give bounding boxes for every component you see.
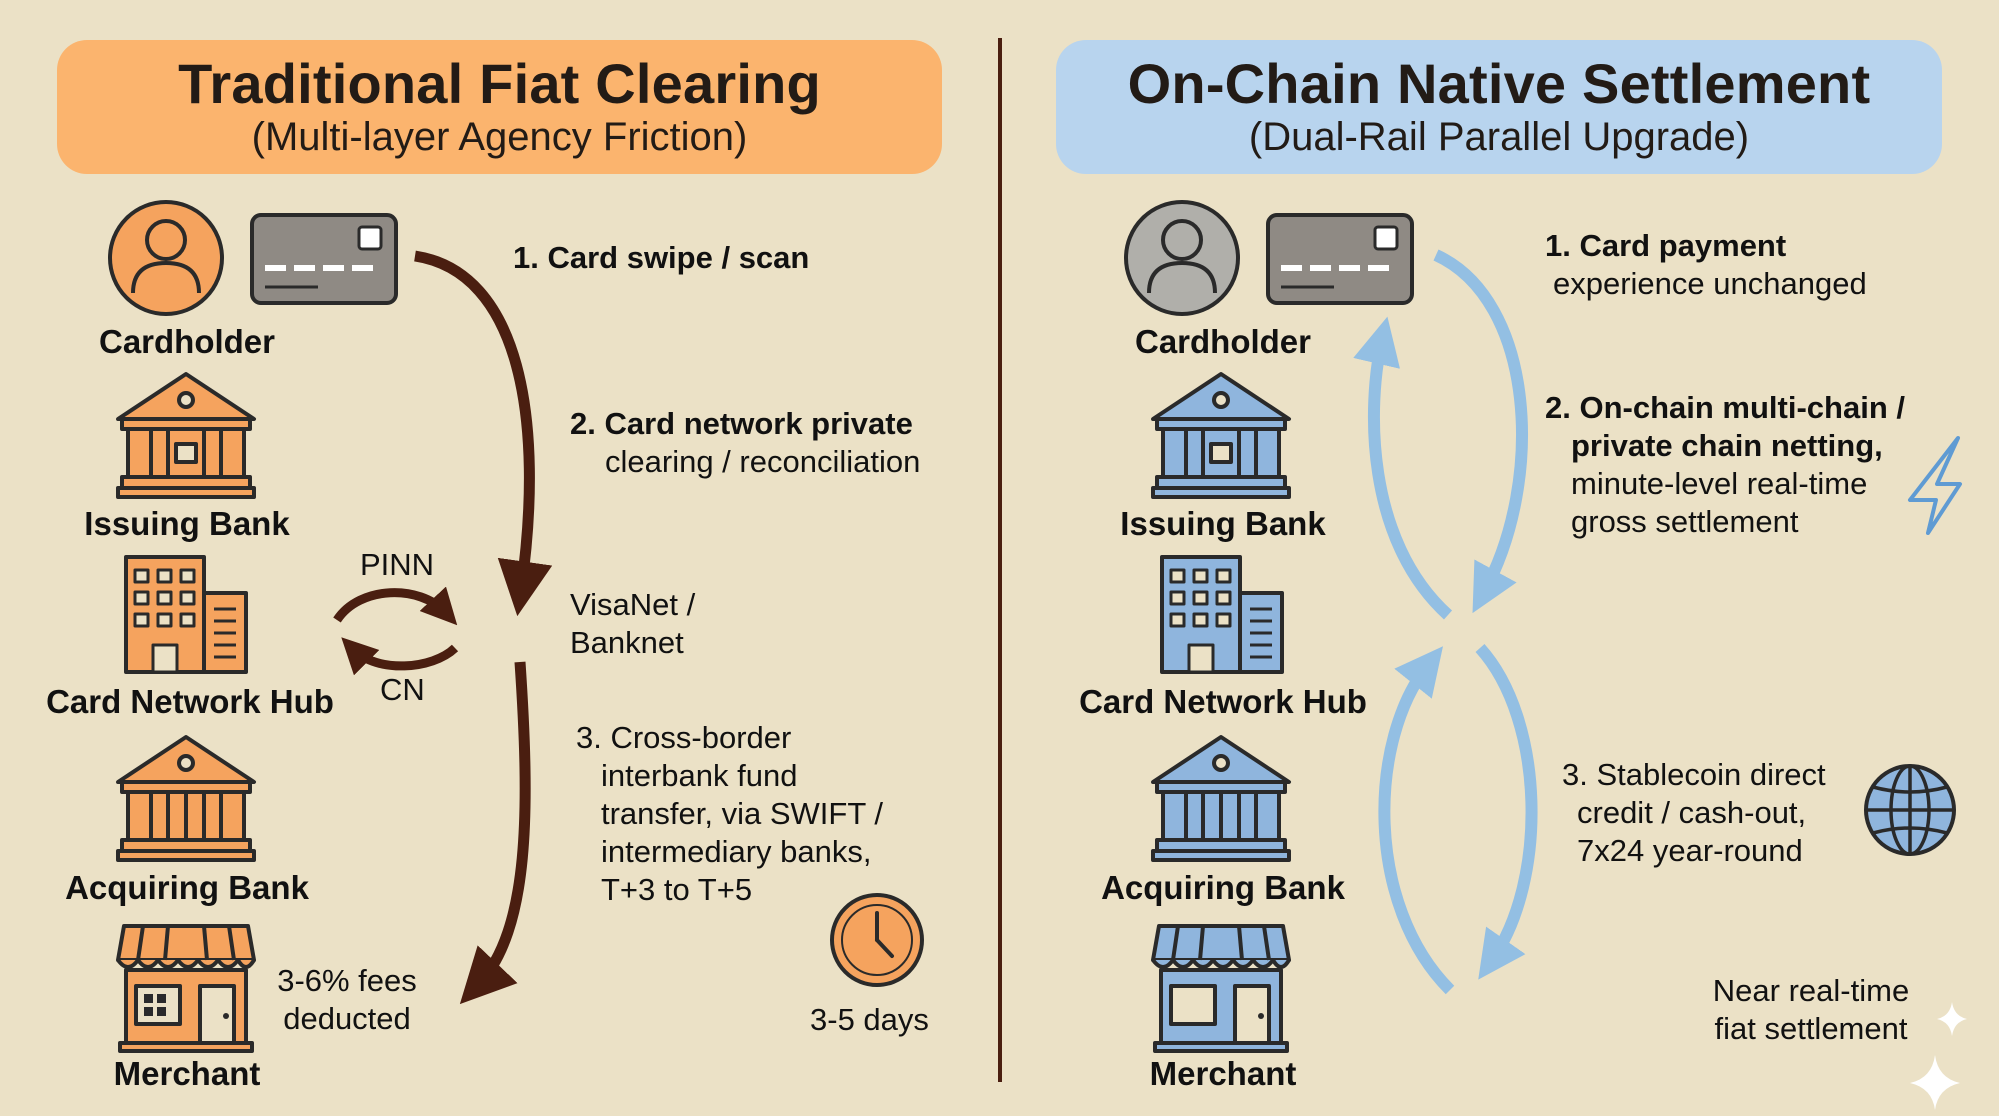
step2-text: 2. Card network private clearing / recon… — [570, 406, 921, 479]
person-icon — [1124, 200, 1240, 316]
step1-text: 1. Card swipe / scan — [513, 240, 810, 275]
bank-icon — [116, 735, 256, 862]
storefront-icon — [116, 924, 256, 1053]
final-settlement-text: Near real-time fiat settlement — [1712, 973, 1910, 1046]
office-building-icon — [1160, 555, 1284, 674]
swap-label-bottom: CN — [380, 672, 425, 707]
node-label-acquiring-bank: Acquiring Bank — [65, 869, 309, 906]
bank-icon — [116, 372, 256, 499]
storefront-icon — [1151, 924, 1291, 1053]
swap-arrows-icon — [333, 586, 459, 676]
left-subtitle: (Multi-layer Agency Friction) — [251, 115, 748, 159]
credit-card-icon — [250, 213, 398, 305]
lower-loop-arrows — [1378, 643, 1538, 995]
network-label: VisaNet / Banknet — [570, 587, 696, 660]
step3-text: 3. Cross-border interbank fund transfer,… — [576, 720, 883, 907]
node-label-issuing-bank: Issuing Bank — [84, 505, 290, 542]
credit-card-icon — [1266, 213, 1414, 305]
node-label-cardholder: Cardholder — [98, 323, 276, 360]
step2-text: 2. On-chain multi-chain / private chain … — [1545, 390, 1905, 539]
node-label-merchant: Merchant — [1149, 1055, 1297, 1092]
step1-text: 1. Card payment experience unchanged — [1545, 228, 1867, 301]
upper-loop-arrows — [1353, 249, 1528, 620]
main-flow-arrow-top — [414, 250, 553, 617]
bank-icon — [1151, 735, 1291, 862]
node-label-merchant: Merchant — [113, 1055, 261, 1092]
node-label-card-network-hub: Card Network Hub — [1079, 683, 1367, 720]
globe-icon — [1864, 764, 1956, 856]
lightning-icon — [1908, 436, 1962, 535]
fees-text: 3-6% fees deducted — [277, 963, 417, 1036]
right-subtitle: (Dual-Rail Parallel Upgrade) — [1248, 115, 1750, 159]
main-flow-arrow-bottom — [459, 661, 531, 1005]
left-title: Traditional Fiat Clearing — [178, 52, 821, 115]
node-label-cardholder: Cardholder — [1134, 323, 1312, 360]
right-title: On-Chain Native Settlement — [1127, 52, 1871, 115]
office-building-icon — [124, 555, 248, 674]
left-header-banner: Traditional Fiat Clearing (Multi-layer A… — [57, 40, 942, 174]
node-label-acquiring-bank: Acquiring Bank — [1101, 869, 1345, 906]
node-label-issuing-bank: Issuing Bank — [1120, 505, 1326, 542]
duration-text: 3-5 days — [810, 1002, 929, 1037]
step3-text: 3. Stablecoin direct credit / cash-out, … — [1562, 757, 1826, 868]
clock-icon — [830, 893, 924, 987]
bank-icon — [1151, 372, 1291, 499]
person-icon — [108, 200, 224, 316]
node-label-card-network-hub: Card Network Hub — [46, 683, 334, 720]
swap-label-top: PINN — [360, 547, 435, 582]
sparkle-icon — [1910, 1002, 1967, 1110]
right-header-banner: On-Chain Native Settlement (Dual-Rail Pa… — [1056, 40, 1942, 174]
